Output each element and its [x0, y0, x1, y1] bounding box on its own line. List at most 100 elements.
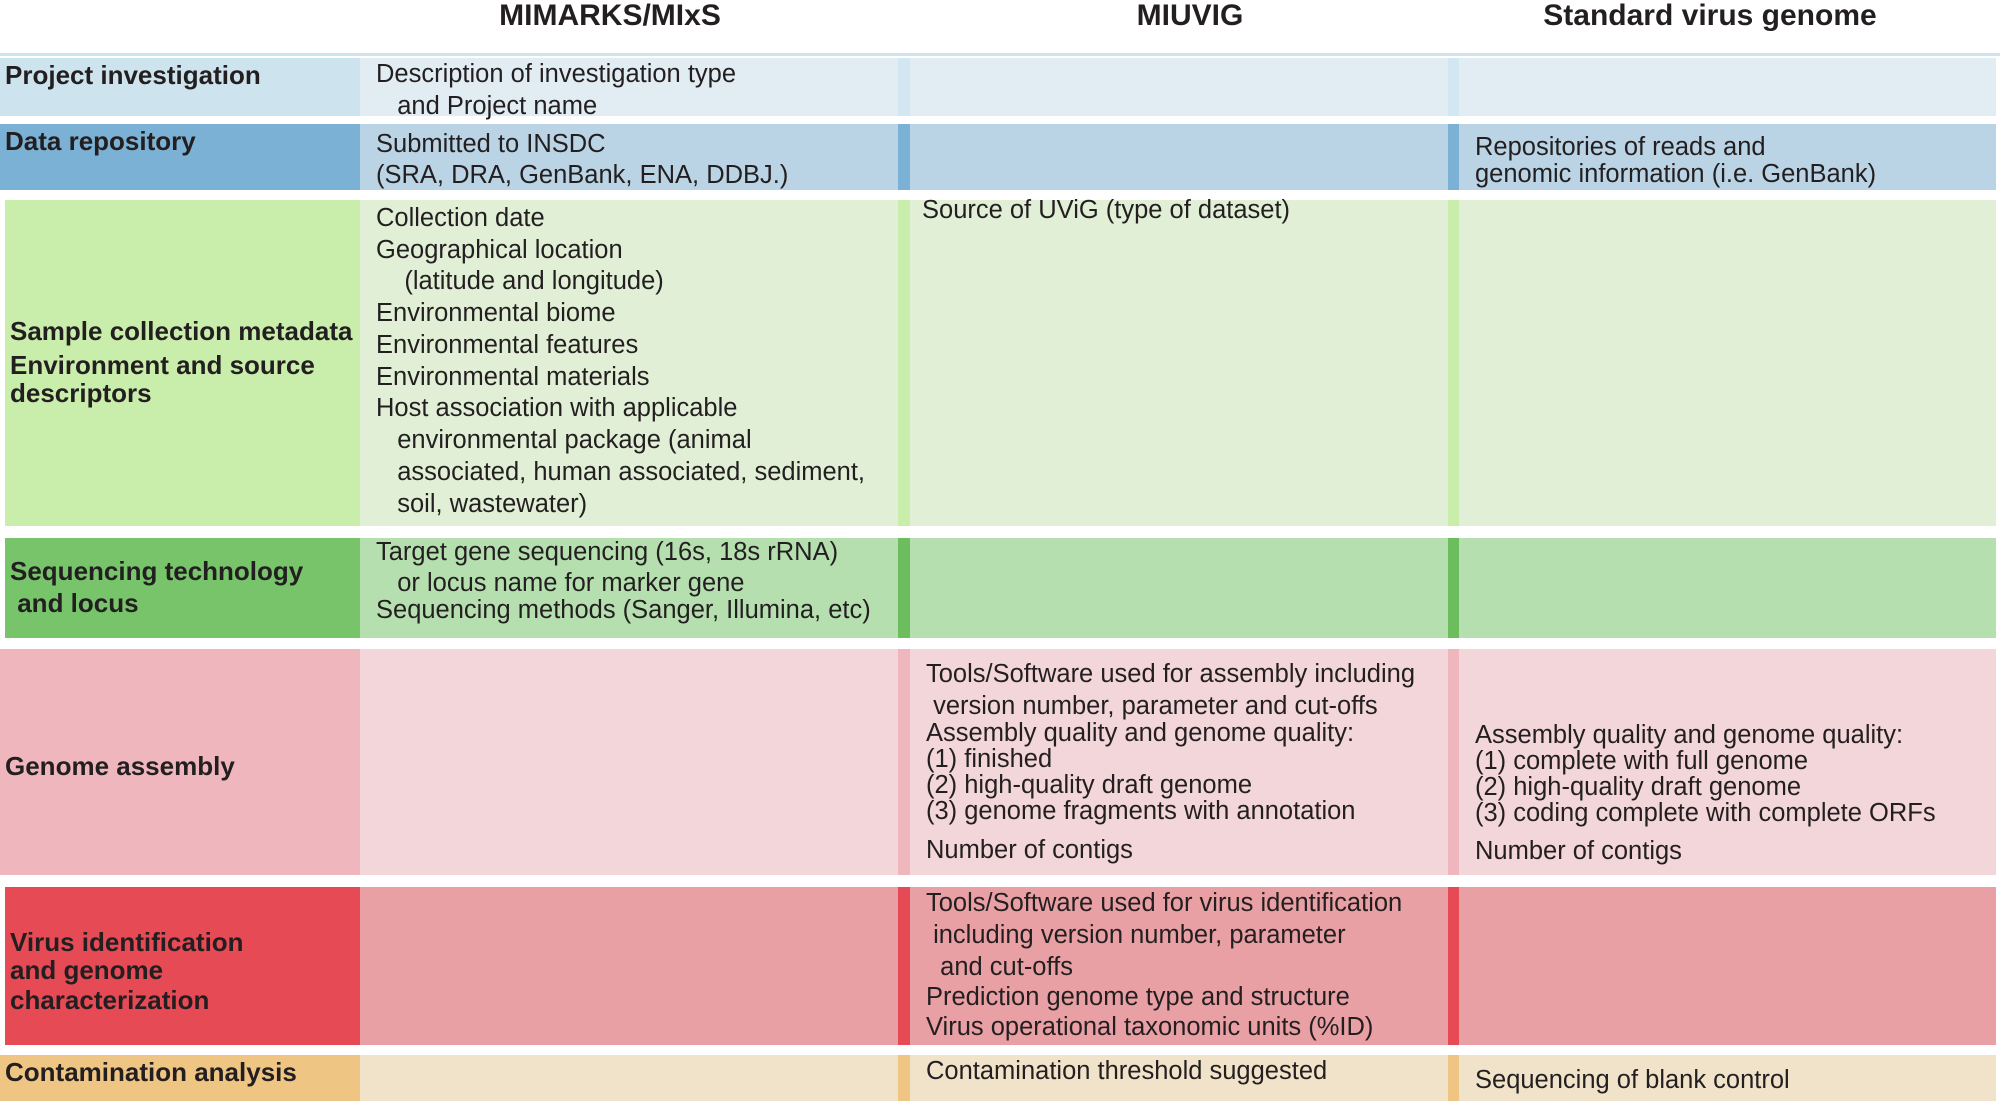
cell-text-line: (1) complete with full genome	[1475, 747, 1809, 775]
cell-text-line: version number, parameter and cut-offs	[926, 692, 1378, 720]
cell-text-line: Number of contigs	[1475, 837, 1682, 865]
row-label-line: Data repository	[5, 126, 196, 156]
cell-text-line: Target gene sequencing (16s, 18s rRNA)	[376, 538, 839, 566]
header-divider	[0, 53, 2000, 56]
row-label-line: and locus	[10, 588, 139, 618]
column-separator	[1448, 887, 1459, 1045]
cell-text-line: environmental package (animal	[376, 426, 752, 454]
cell-text-line: Collection date	[376, 204, 545, 232]
column-separator	[1448, 124, 1459, 190]
column-separator	[898, 58, 910, 116]
column-separator	[898, 124, 910, 190]
cell-text-line: Prediction genome type and structure	[926, 983, 1350, 1011]
cell-text-line: Environmental biome	[376, 299, 616, 327]
standard-virus-genome-cell	[1459, 538, 1996, 638]
row-label: Genome assembly	[0, 649, 360, 875]
row-data-repository: Data repository Submitted to INSDC (SRA, D…	[0, 124, 2000, 190]
cell-text-line: Repositories of reads and	[1475, 133, 1766, 161]
cell-text-line: (1) finished	[926, 745, 1053, 773]
mimarks-cell: Description of investigation type and Pr…	[360, 58, 898, 120]
cell-text-line: and Project name	[376, 92, 598, 120]
miuvig-cell: Tools/Software used for virus identifica…	[910, 887, 1448, 1045]
cell-text-line: (3) coding complete with complete ORFs	[1475, 799, 1936, 827]
row-label-line: Environment and source	[10, 350, 315, 380]
cell-text-line: Description of investigation type	[376, 60, 737, 88]
column-header-mimarks: MIMARKS/MIxS	[499, 0, 721, 32]
row-label: Data repository	[0, 124, 360, 190]
row-label: Contamination analysis	[0, 1055, 360, 1101]
column-separator	[898, 200, 910, 526]
row-label-line: Genome assembly	[5, 751, 235, 781]
row-contamination-analysis: Contamination analysis Contamination thre…	[0, 1055, 2000, 1101]
cell-text-line: (SRA, DRA, GenBank, ENA, DDBJ.)	[376, 161, 789, 189]
column-header-standard-virus-genome: Standard virus genome	[1543, 0, 1877, 32]
miuvig-cell: Contamination threshold suggested	[910, 1055, 1448, 1101]
cell-text-line: Environmental features	[376, 331, 639, 359]
cell-text-line: or locus name for marker gene	[376, 569, 745, 597]
row-label-line: Virus identification	[10, 927, 244, 957]
column-header-miuvig: MIUVIG	[1136, 0, 1244, 32]
row-label-line: and genome	[10, 955, 164, 985]
row-label-line: Sample collection metadata	[10, 316, 353, 346]
cell-text-line: and cut-offs	[926, 953, 1073, 981]
cell-text-line: Virus operational taxonomic units (%ID)	[926, 1013, 1374, 1041]
miuvig-cell	[910, 538, 1448, 638]
row-label-line: Sequencing technology	[10, 556, 304, 586]
miuvig-cell	[910, 58, 1448, 116]
cell-text-line: associated, human associated, sediment,	[376, 458, 866, 486]
row-label-line: descriptors	[10, 378, 152, 408]
standard-virus-genome-cell	[1459, 887, 1996, 1045]
cell-text-line: (3) genome fragments with annotation	[926, 797, 1356, 825]
mimarks-cell	[360, 649, 898, 875]
miuvig-cell: Tools/Software used for assembly includi…	[910, 649, 1448, 875]
mimarks-cell	[360, 1055, 898, 1101]
column-separator	[898, 649, 910, 875]
cell-text-line: Assembly quality and genome quality:	[926, 719, 1355, 747]
cell-text-line: Assembly quality and genome quality:	[1475, 721, 1904, 749]
column-separator	[1448, 200, 1459, 526]
cell-text-line: Source of UViG (type of dataset)	[922, 196, 1291, 224]
row-label-line: Contamination analysis	[5, 1057, 297, 1087]
row-label-line: characterization	[10, 985, 210, 1015]
miuvig-cell	[910, 124, 1448, 190]
row-genome-assembly: Genome assembly Tools/Software used for a…	[0, 649, 2000, 875]
standard-virus-genome-cell: Sequencing of blank control	[1459, 1055, 1996, 1101]
column-separator	[1448, 538, 1459, 638]
miuvig-cell: Source of UViG (type of dataset)	[910, 196, 1448, 526]
cell-text-line: (2) high-quality draft genome	[1475, 773, 1802, 801]
row-label: Project investigation	[0, 58, 360, 116]
column-separator	[1448, 1055, 1459, 1101]
cell-text-line: Sequencing of blank control	[1475, 1066, 1790, 1094]
standard-virus-genome-cell: Assembly quality and genome quality:(1) …	[1459, 649, 1996, 875]
row-label: Sequencing technology and locus	[5, 538, 360, 638]
row-project-investigation: Project investigation Description of inve…	[0, 58, 2000, 120]
standard-virus-genome-cell	[1459, 200, 1996, 526]
cell-text-line: Number of contigs	[926, 836, 1133, 864]
cell-text-line: Tools/Software used for assembly includi…	[926, 660, 1415, 688]
cell-text-line: Environmental materials	[376, 363, 650, 391]
column-separator	[898, 887, 910, 1045]
cell-text-line: Geographical location	[376, 236, 623, 264]
column-separator	[898, 1055, 910, 1101]
cell-text-line: Submitted to INSDC	[376, 130, 606, 158]
row-label-line: Project investigation	[5, 60, 261, 90]
cell-text-line: (2) high-quality draft genome	[926, 771, 1253, 799]
cell-text-line: Host association with applicable	[376, 394, 738, 422]
column-separator	[898, 538, 910, 638]
cell-text-line: Tools/Software used for virus identifica…	[926, 889, 1403, 917]
standard-virus-genome-cell	[1459, 58, 1996, 116]
cell-text-line: including version number, parameter	[926, 921, 1346, 949]
mimarks-cell: Target gene sequencing (16s, 18s rRNA) o…	[360, 538, 898, 638]
cell-text-line: Sequencing methods (Sanger, Illumina, et…	[376, 596, 871, 624]
cell-text-line: Contamination threshold suggested	[926, 1057, 1328, 1085]
cell-text-line: soil, wastewater)	[376, 490, 588, 518]
column-separator	[1448, 58, 1459, 116]
cell-text-line: genomic information (i.e. GenBank)	[1475, 160, 1877, 188]
